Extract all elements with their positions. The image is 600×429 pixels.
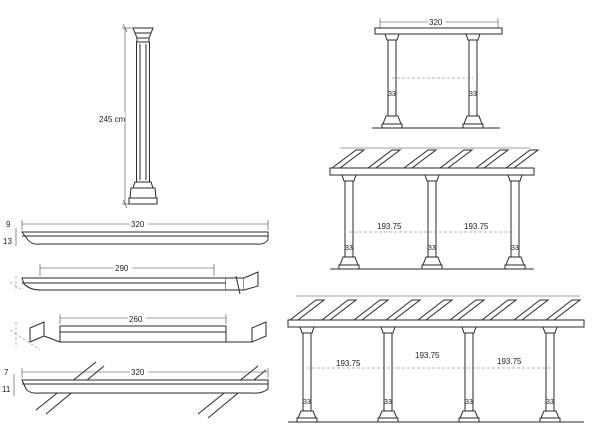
three-bay-spacing-1: 193.75	[336, 359, 361, 368]
beam-320-crossed: 320 7 11	[2, 361, 269, 419]
two-bay-col-mark-2: 33	[428, 245, 436, 252]
two-bay-col-mark-3: 33	[511, 245, 519, 252]
beam-1-thickness-top: 9	[6, 220, 11, 229]
beam-4-length: 320	[131, 368, 145, 377]
three-bay-column-1: 33	[296, 326, 318, 423]
column-elevation: 245 cm	[98, 23, 158, 209]
three-bay-column-2: 33	[377, 326, 399, 423]
pergola-three-bays: 33 33 33 33 193.75 193.75 193.75	[287, 295, 585, 423]
beam-3-length: 260	[129, 315, 143, 324]
two-bay-spacing-right: 193.75	[464, 222, 489, 231]
beam-4-thickness-bottom: 11	[2, 385, 11, 394]
beam-4-thickness-top: 7	[4, 368, 9, 377]
beam-320-long: 320 9 13	[3, 218, 269, 246]
beam-2-length: 290	[115, 264, 129, 273]
pergola-single-bay: 320 33 33	[372, 16, 503, 129]
column-height-label: 245 cm	[99, 115, 126, 124]
single-span-label: 320	[429, 18, 443, 27]
three-bay-column-4: 33	[539, 326, 561, 423]
beam-1-length: 320	[131, 220, 145, 229]
two-bay-column-1: 33	[338, 174, 360, 270]
two-bay-spacing-left: 193.75	[377, 222, 402, 231]
three-bay-col-mark-3: 33	[465, 399, 473, 406]
two-bay-column-3: 33	[504, 174, 526, 270]
beam-290: 290	[9, 262, 259, 295]
two-bay-col-mark-1: 33	[345, 245, 353, 252]
beam-1-thickness-bottom: 13	[3, 237, 12, 246]
two-bay-column-2: 33	[421, 174, 443, 270]
three-bay-col-mark-1: 33	[303, 399, 311, 406]
three-bay-column-3: 33	[458, 326, 480, 423]
pergola-two-bays: 33 33 33 193.75 193.75	[329, 147, 540, 270]
single-col-mark-left: 33	[388, 91, 396, 98]
three-bay-spacing-2: 193.75	[415, 351, 440, 360]
beam-260: 260	[9, 313, 267, 351]
three-bay-col-mark-4: 33	[546, 399, 554, 406]
single-col-mark-right: 33	[469, 91, 477, 98]
three-bay-spacing-3: 193.75	[497, 357, 522, 366]
three-bay-col-mark-2: 33	[384, 399, 392, 406]
